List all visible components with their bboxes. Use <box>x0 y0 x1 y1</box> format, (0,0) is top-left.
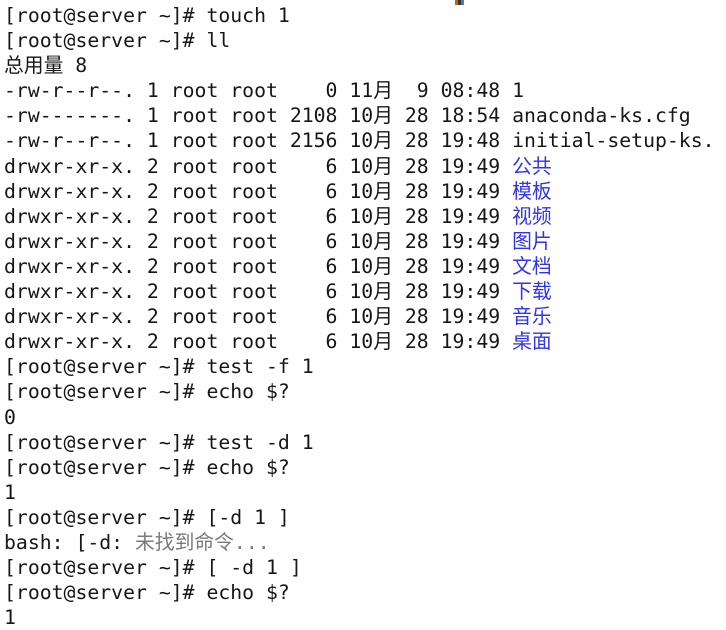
fragment-pixel <box>461 0 464 5</box>
directory-name: 文档 <box>512 254 552 278</box>
terminal-line: [root@server ~]# [-d 1 ] <box>4 505 726 530</box>
terminal-line: 总用量 8 <box>4 53 726 78</box>
directory-name: 图片 <box>512 229 552 253</box>
directory-name: 下载 <box>512 280 552 304</box>
terminal-text: drwxr-xr-x. 2 root root 6 10月 28 19:49 <box>4 229 513 253</box>
terminal-line: drwxr-xr-x. 2 root root 6 10月 28 19:49 图… <box>4 229 726 254</box>
terminal-line: bash: [-d: 未找到命令... <box>4 530 726 555</box>
terminal-line: [root@server ~]# echo $? <box>4 580 726 605</box>
terminal-line: [root@server ~]# test -f 1 <box>4 354 726 379</box>
terminal-line: -rw-r--r--. 1 root root 2156 10月 28 19:4… <box>4 128 726 153</box>
terminal-text: [root@server ~]# [ -d 1 ] <box>4 556 302 580</box>
terminal-line: drwxr-xr-x. 2 root root 6 10月 28 19:49 公… <box>4 154 726 179</box>
terminal-text: [root@server ~]# test -d 1 <box>4 430 314 454</box>
clipped-line-fragment <box>455 0 464 5</box>
terminal-line: drwxr-xr-x. 2 root root 6 10月 28 19:49 音… <box>4 304 726 329</box>
terminal-line: drwxr-xr-x. 2 root root 6 10月 28 19:49 视… <box>4 204 726 229</box>
terminal-line: drwxr-xr-x. 2 root root 6 10月 28 19:49 下… <box>4 279 726 304</box>
terminal-text: [root@server ~]# [-d 1 ] <box>4 505 290 529</box>
terminal-line: [root@server ~]# [ -d 1 ] <box>4 555 726 580</box>
terminal-output: [root@server ~]# touch 1[root@server ~]#… <box>4 3 726 630</box>
terminal-text: 1 <box>4 606 16 630</box>
terminal-text: [root@server ~]# echo $? <box>4 380 290 404</box>
terminal-text: bash: [-d: <box>4 530 136 554</box>
terminal-text: [root@server ~]# test -f 1 <box>4 355 314 379</box>
terminal-text: drwxr-xr-x. 2 root root 6 10月 28 19:49 <box>4 330 513 354</box>
terminal-text: drwxr-xr-x. 2 root root 6 10月 28 19:49 <box>4 179 513 203</box>
directory-name: 桌面 <box>512 330 552 354</box>
directory-name: 音乐 <box>512 305 552 329</box>
terminal-line: [root@server ~]# ll <box>4 28 726 53</box>
terminal-text: [root@server ~]# ll <box>4 29 231 53</box>
directory-name: 视频 <box>512 204 552 228</box>
terminal-line: [root@server ~]# touch 1 <box>4 3 726 28</box>
terminal-text: 0 <box>4 405 16 429</box>
error-message-text: 未找到命令... <box>135 530 270 554</box>
fragment-pixel <box>458 0 461 5</box>
terminal-text: -rw-------. 1 root root 2108 10月 28 18:5… <box>4 104 691 128</box>
terminal-line: [root@server ~]# test -d 1 <box>4 430 726 455</box>
terminal-text: [root@server ~]# touch 1 <box>4 4 290 27</box>
terminal-line: drwxr-xr-x. 2 root root 6 10月 28 19:49 文… <box>4 254 726 279</box>
terminal-text: drwxr-xr-x. 2 root root 6 10月 28 19:49 <box>4 280 513 304</box>
terminal-line: [root@server ~]# echo $? <box>4 379 726 404</box>
terminal-text: [root@server ~]# echo $? <box>4 581 290 605</box>
terminal-line: drwxr-xr-x. 2 root root 6 10月 28 19:49 桌… <box>4 329 726 354</box>
terminal-text: drwxr-xr-x. 2 root root 6 10月 28 19:49 <box>4 305 513 329</box>
terminal-text: drwxr-xr-x. 2 root root 6 10月 28 19:49 <box>4 254 513 278</box>
terminal-line: [root@server ~]# echo $? <box>4 455 726 480</box>
terminal-text: drwxr-xr-x. 2 root root 6 10月 28 19:49 <box>4 154 513 178</box>
fragment-pixel <box>455 0 458 5</box>
terminal-text: 总用量 8 <box>4 54 88 78</box>
directory-name: 公共 <box>512 154 552 178</box>
terminal-line: -rw-------. 1 root root 2108 10月 28 18:5… <box>4 103 726 128</box>
terminal-line: 1 <box>4 480 726 505</box>
terminal-text: drwxr-xr-x. 2 root root 6 10月 28 19:49 <box>4 204 513 228</box>
directory-name: 模板 <box>512 179 552 203</box>
terminal-text: -rw-r--r--. 1 root root 2156 10月 28 19:4… <box>4 129 715 153</box>
terminal-line: drwxr-xr-x. 2 root root 6 10月 28 19:49 模… <box>4 179 726 204</box>
terminal-line: -rw-r--r--. 1 root root 0 11月 9 08:48 1 <box>4 78 726 103</box>
terminal-text: [root@server ~]# echo $? <box>4 455 290 479</box>
terminal-text: 1 <box>4 480 16 504</box>
terminal-line: 0 <box>4 405 726 430</box>
terminal-line: 1 <box>4 605 726 630</box>
terminal-text: -rw-r--r--. 1 root root 0 11月 9 08:48 1 <box>4 79 524 103</box>
